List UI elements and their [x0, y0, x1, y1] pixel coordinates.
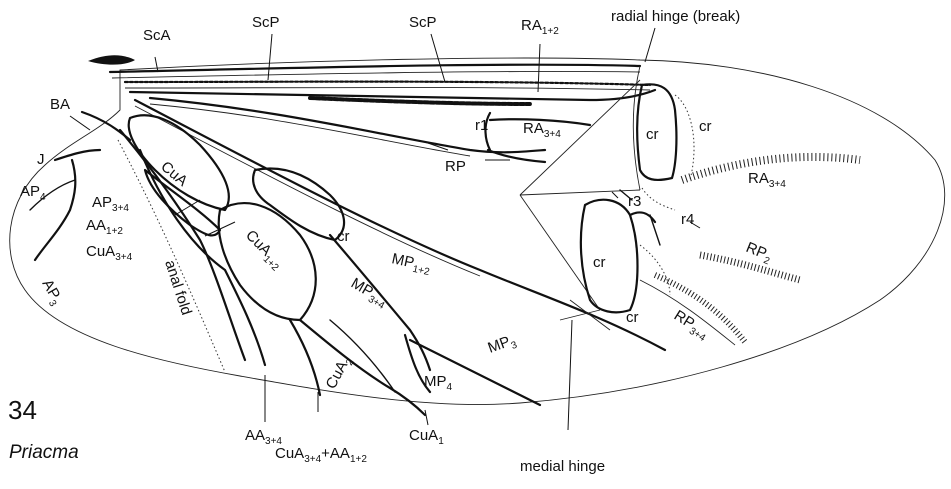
label-scp-1: ScP — [252, 14, 280, 31]
label-cua2: CuA2 — [323, 353, 357, 393]
label-rp2: RP2 — [742, 239, 774, 268]
label-ra34-2: RA3+4 — [748, 170, 786, 190]
aa12-vein — [120, 130, 245, 360]
label-radial-hinge: radial hinge (break) — [611, 8, 740, 25]
label-ba: BA — [50, 96, 70, 113]
label-cua12: CuA1+2 — [240, 227, 287, 274]
r4-crossvein — [650, 215, 660, 245]
label-sca: ScA — [143, 27, 171, 44]
label-mp12: MP1+2 — [390, 250, 433, 278]
cell-cr-lower — [581, 200, 638, 313]
label-scp-2: ScP — [409, 14, 437, 31]
label-aa34: AA3+4 — [245, 427, 282, 447]
label-cua34-aa12: CuA3+4+AA1+2 — [275, 445, 367, 465]
label-ra12: RA1+2 — [521, 17, 559, 37]
wing-outline — [10, 58, 945, 405]
label-ap34: AP3+4 — [92, 194, 129, 214]
costa — [110, 65, 640, 72]
label-rp-1: RP — [445, 158, 466, 175]
label-cr-2: cr — [699, 118, 712, 135]
label-r1: r1 — [475, 117, 488, 134]
figure-number: 34 — [8, 395, 37, 425]
label-cr-3: cr — [337, 228, 350, 245]
label-ra34-1: RA3+4 — [523, 120, 561, 140]
wing-base-spur — [88, 55, 135, 64]
cua34-vein — [140, 150, 265, 365]
label-medial-hinge: medial hinge — [520, 458, 605, 475]
label-aa12: AA1+2 — [86, 217, 123, 237]
label-j: J — [37, 151, 45, 168]
label-mp3: MP3 — [486, 331, 520, 360]
label-ap3: AP3 — [36, 277, 66, 310]
label-cr-4: cr — [593, 254, 606, 271]
label-r3: r3 — [628, 193, 641, 210]
label-cr-1: cr — [646, 126, 659, 143]
ra-vein — [130, 90, 655, 100]
label-cua1: CuA1 — [409, 427, 444, 447]
label-r4: r4 — [681, 211, 694, 228]
cell-cr-medial — [253, 168, 344, 240]
label-anal-fold: anal fold — [161, 258, 195, 317]
label-ap4: AP4 — [20, 183, 46, 203]
genus-name: Priacma — [9, 442, 79, 463]
ap34-vein — [35, 160, 75, 260]
ra34-outer-hatch — [682, 157, 860, 180]
label-rp34: RP3+4 — [669, 307, 712, 344]
label-cr-5: cr — [626, 309, 639, 326]
rp2-hatch — [700, 255, 800, 280]
label-cua34: CuA3+4 — [86, 243, 133, 263]
cua2-vein — [290, 320, 320, 395]
ba-vein — [82, 112, 130, 140]
scp-vein — [125, 82, 650, 85]
